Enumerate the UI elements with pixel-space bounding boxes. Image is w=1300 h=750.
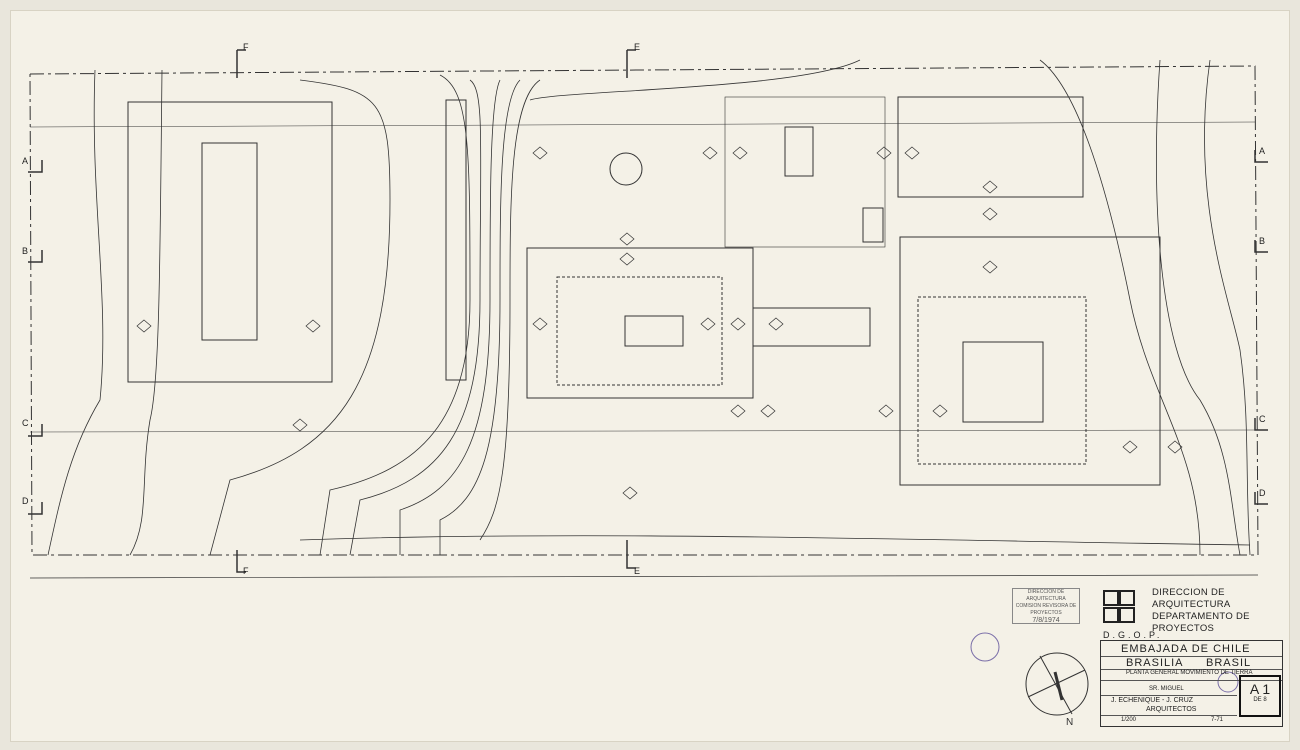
section-label-b: B	[22, 246, 29, 256]
section-label-e-top: E	[634, 42, 641, 52]
section-label-a: A	[22, 156, 29, 166]
seal-stamp	[970, 632, 1000, 662]
site-boundary	[29, 65, 1259, 556]
sheet-number-box: A 1 DE 8	[1239, 675, 1281, 717]
plan-title: PLANTA GENERAL MOVIMIENTO DE TIERRA	[1126, 670, 1253, 676]
office-name: DIRECCION DE ARQUITECTURA DEPARTAMENTO D…	[1152, 587, 1250, 634]
section-label-c-right: C	[1259, 414, 1266, 424]
section-label-e-bottom: E	[634, 566, 641, 576]
north-arrow	[1025, 652, 1089, 716]
architects: J. ECHENIQUE - J. CRUZ	[1111, 697, 1194, 704]
mop-logo	[1103, 590, 1135, 623]
overall-dimension-line	[29, 574, 1259, 579]
round-feature	[609, 152, 643, 186]
contour-lines	[47, 59, 1251, 556]
section-label-c: C	[22, 418, 29, 428]
sheet-of: DE 8	[1253, 697, 1267, 703]
drawing-sheet	[10, 10, 1290, 742]
north-label: N	[1066, 717, 1074, 728]
seal-stamp-2	[1217, 671, 1239, 693]
date: 7-71	[1211, 717, 1224, 723]
chief: SR. MIGUEL	[1149, 686, 1184, 692]
scale: 1/200	[1121, 717, 1137, 723]
architects-role: ARQUITECTOS	[1146, 706, 1197, 713]
center-building	[526, 247, 754, 399]
section-label-d: D	[22, 496, 29, 506]
dgop-label: D.G.O.P.	[1103, 630, 1163, 640]
sheet-number: A 1	[1249, 681, 1271, 697]
section-label-b-right: B	[1259, 236, 1266, 246]
title-block: EMBAJADA DE CHILE BRASILIA BRASIL PLANTA…	[1100, 640, 1283, 727]
section-label-f-top: F	[243, 42, 249, 52]
city: BRASILIA	[1126, 657, 1184, 669]
project-name: EMBAJADA DE CHILE	[1121, 643, 1251, 655]
left-courtyard	[201, 142, 258, 341]
section-label-a-right: A	[1259, 146, 1266, 156]
elevation-markers	[136, 146, 1183, 500]
left-building	[127, 101, 333, 383]
country: BRASIL	[1206, 657, 1252, 669]
section-label-f-bottom: F	[243, 566, 249, 576]
section-label-d-right: D	[1259, 488, 1266, 498]
